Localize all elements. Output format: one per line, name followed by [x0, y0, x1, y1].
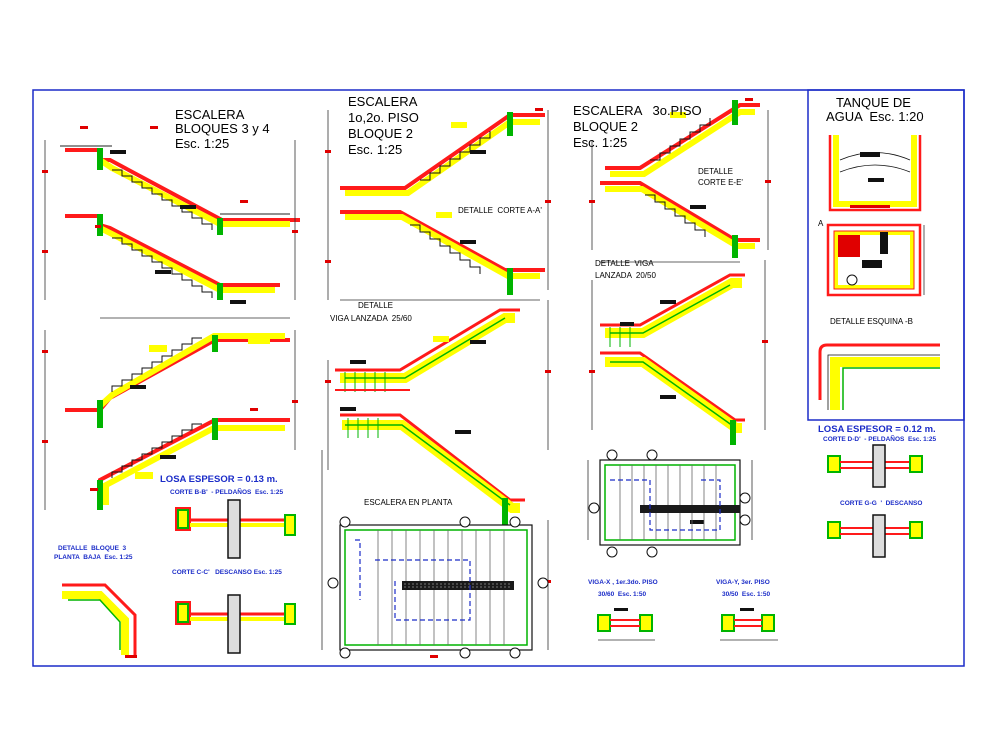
stair-section-piso-upper [340, 112, 545, 196]
title-escalera-piso-2: 1o,2o. PISO [348, 110, 419, 125]
label-detalle-corte-a: DETALLE CORTE A-A' [458, 206, 542, 215]
tank-section [828, 135, 922, 212]
label-corte-bb: CORTE B-B' - PELDAÑOS Esc. 1:25 [170, 489, 284, 496]
label-detalle-bloque-1: DETALLE BLOQUE 3 [58, 545, 127, 552]
label-corte-gg: CORTE G-G ' DESCANSO [840, 500, 923, 507]
stair-plan [327, 516, 549, 659]
stair-viga-lanzada-upper [335, 308, 520, 392]
detalle-bloque-drawing [62, 583, 137, 658]
label-losa-013: LOSA ESPESOR = 0.13 m. [160, 474, 278, 485]
title-tanque-1: TANQUE DE [836, 95, 911, 110]
label-viga-x-1: VIGA-X , 1er.3do. PISO [588, 579, 658, 586]
dim-lines-col1 [44, 140, 296, 510]
title-escalera-piso-4: Esc. 1:25 [348, 142, 403, 157]
label-detalle-esquina: DETALLE ESQUINA -B [830, 317, 913, 326]
stair-viga-lanzada-3o-upper [600, 273, 745, 347]
label-tanque-a: A [818, 219, 824, 228]
detalle-esquina-drawing [818, 343, 940, 410]
black-notes-col2 [340, 150, 486, 434]
yellow-markers-col1 [135, 338, 270, 479]
title-escalera-piso-1: ESCALERA [348, 94, 418, 109]
title-escalera-bloques-1: ESCALERA [175, 107, 245, 122]
yellow-markers-col2 [433, 122, 467, 342]
steps-profile-1 [112, 169, 213, 230]
label-corte-cc: CORTE C-C' DESCANSO Esc. 1:25 [172, 569, 282, 576]
label-escalera-planta: ESCALERA EN PLANTA [364, 498, 453, 507]
title-escalera-3o-3: Esc. 1:25 [573, 135, 628, 150]
title-escalera-3o-1: ESCALERA 3o.PISO [573, 103, 702, 118]
label-viga-y-2: 30/50 Esc. 1:50 [722, 591, 771, 598]
black-notes-col1 [110, 150, 246, 459]
label-detalle-corte-e-1: DETALLE [698, 167, 733, 176]
title-escalera-piso-3: BLOQUE 2 [348, 126, 414, 141]
viga-y-drawing [720, 608, 778, 641]
label-viga-lanzada-2: VIGA LANZADA 25/60 [330, 314, 412, 323]
dim-ticks-col1 [42, 126, 298, 491]
stair-section-block4-upper [65, 333, 290, 428]
sheet-frame [32, 89, 965, 667]
label-viga-lanzada-1: DETALLE [358, 301, 393, 310]
viga-x-drawing [597, 608, 655, 641]
steps-profile-3 [111, 337, 202, 392]
label-corte-dd: CORTE D-D' - PELDAÑOS Esc. 1:25 [823, 436, 937, 443]
stair-section-block3-upper [60, 145, 300, 235]
corte-gg-drawing [827, 514, 923, 558]
corte-bb-drawing [175, 499, 296, 559]
label-viga-y-1: VIGA-Y, 3er. PISO [716, 579, 770, 586]
corte-cc-drawing [175, 594, 296, 654]
label-viga-x-2: 30/60 Esc. 1:50 [598, 591, 647, 598]
stair-section-3o-upper [605, 100, 760, 177]
stair-viga-lanzada-3o-lower [600, 351, 745, 445]
tank-plan [826, 223, 925, 297]
label-detalle-bloque-2: PLANTA BAJA Esc. 1:25 [54, 554, 133, 561]
stair-section-piso-lower [340, 210, 545, 295]
title-tanque-2: AGUA Esc. 1:20 [826, 109, 924, 124]
title-escalera-bloques-3: Esc. 1:25 [175, 136, 230, 151]
label-detalle-corte-e-2: CORTE E-E' [698, 178, 743, 187]
label-detalle-viga-1: DETALLE VIGA [595, 259, 654, 268]
black-notes-col3 [620, 205, 706, 524]
stair-viga-lanzada-lower [340, 413, 525, 525]
dim-ticks-col3 [589, 98, 771, 373]
corte-dd-drawing [827, 444, 923, 488]
steps-profile-4 [111, 423, 202, 478]
label-detalle-viga-2: LANZADA 20/50 [595, 271, 656, 280]
tank-frame [807, 89, 965, 421]
label-losa-012: LOSA ESPESOR = 0.12 m. [818, 424, 936, 435]
stair-section-3o-lower [600, 181, 760, 258]
stair-plan-3o [588, 449, 751, 558]
title-escalera-3o-2: BLOQUE 2 [573, 119, 639, 134]
title-escalera-bloques-2: BLOQUES 3 y 4 [175, 121, 270, 136]
steps-profile-2 [112, 237, 213, 298]
yellow-markers-col3 [670, 112, 686, 118]
